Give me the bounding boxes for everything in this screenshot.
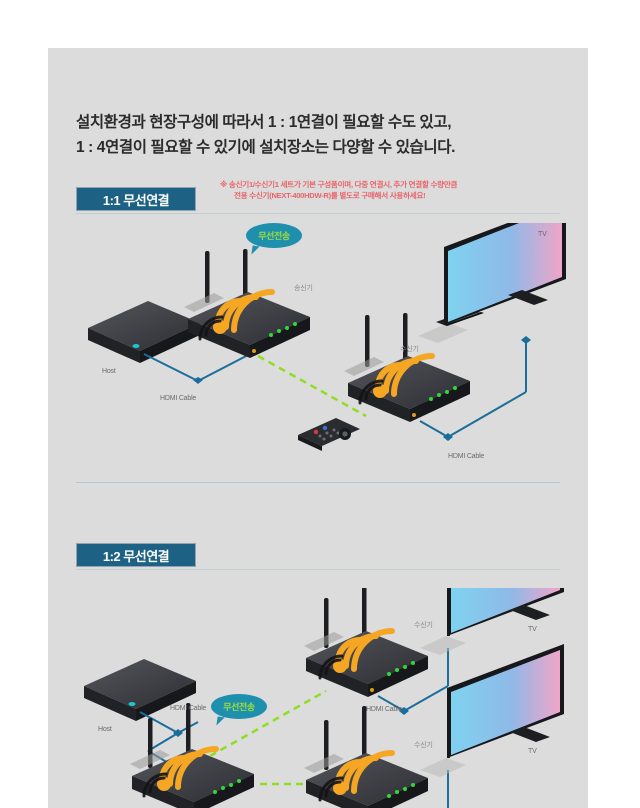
hdmi-cable-rx-tv-top [377,648,449,712]
host-device [88,301,200,363]
section-2-badge-rule [76,569,560,570]
label-tv-top-2: TV [528,626,537,633]
label-receiver-1: 수신기 [400,346,419,353]
section-2-badge: 1:2 무선연결 [76,543,196,567]
label-hdmi-left-2: HDMI Cable [170,705,207,712]
tv-display-bottom [420,644,564,777]
speech-bubble-2: 무선전송 [211,694,267,719]
headline-line-1: 설치환경과 현장구성에 따라서 1 : 1연결이 필요할 수도 있고, [76,114,452,131]
hdmi-cable-rx-tv [419,341,527,438]
headline-line-2: 1 : 4연결이 필요할 수 있기에 설치장소는 다양할 수 있습니다. [76,139,456,156]
section-2-badge-label: 1:2 무선연결 [102,548,170,564]
label-hdmi-left-1: HDMI Cable [160,395,197,402]
tv-display [418,223,566,343]
section-1-note-line-1: ※ 송신기1/수신기1 세트가 기본 구성품이며, 다중 연결시, 추가 연결할… [220,180,458,189]
label-tv-1: TV [538,231,547,238]
label-transmitter-1: 송신기 [294,285,313,292]
receiver-device-top [304,588,428,697]
receiver-device-bottom [304,706,428,808]
label-host-1: Host [102,368,116,375]
tv-display-top [420,588,564,655]
label-tv-bottom-2: TV [528,748,537,755]
speech-bubble-1-label: 무선전송 [258,231,290,241]
host-device-2 [84,659,196,721]
label-host-2: Host [98,726,112,733]
label-receiver-top-2: 수신기 [414,622,433,629]
section-1-badge-label: 1:1 무선연결 [102,192,170,208]
label-hdmi-right-1: HDMI Cable [448,453,485,460]
section-1-badge-rule [76,213,560,214]
wireless-signal-beam-top [209,689,327,758]
speech-bubble-1: 무선전송 [246,223,302,248]
label-receiver-bottom-2: 수신기 [414,742,433,749]
section-2-diagram: Host HDMI Cable HDMI Cable 수신기 수신기 TV TV… [48,588,588,808]
transmitter-device [184,249,310,358]
page-title: 설치환경과 현장구성에 따라서 1 : 1연결이 필요할 수도 있고, 1 : … [76,110,566,160]
label-hdmi-top-2: HDMI Cable [366,706,403,713]
section-1-diagram: Host HDMI Cable 송신기 수신기 TV HDMI Cable 무선… [48,223,588,478]
section-1-note: ※ 송신기1/수신기1 세트가 기본 구성품이며, 다중 연결시, 추가 연결할… [220,179,520,201]
remote-control [298,418,360,451]
section-1-badge: 1:1 무선연결 [76,187,196,211]
content-panel: 설치환경과 현장구성에 따라서 1 : 1연결이 필요할 수도 있고, 1 : … [48,48,588,808]
speech-bubble-2-label: 무선전송 [223,702,255,712]
wireless-signal-beam [257,354,367,418]
receiver-device [344,313,470,422]
section-divider [76,482,560,483]
hdmi-cable-host-tx [143,353,251,382]
section-1-note-line-2: 전용 수신기(NEXT-400HDW-R)를 별도로 구매해서 사용하세요! [234,191,426,200]
